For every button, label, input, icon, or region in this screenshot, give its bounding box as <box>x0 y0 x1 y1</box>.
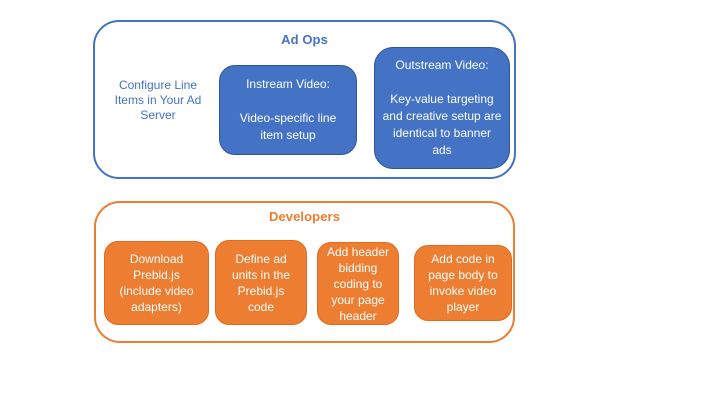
adops-group-title: Ad Ops <box>281 32 328 47</box>
adops-side-note: Configure Line Items in Your Ad Server <box>114 78 202 122</box>
step-add-page-body-code: Add code in page body to invoke video pl… <box>414 245 512 321</box>
adops-group: Ad Ops Configure Line Items in Your Ad S… <box>93 20 516 179</box>
step-add-header-bidding: Add header bidding coding to your page h… <box>317 242 399 325</box>
outstream-video-heading: Outstream Video: <box>395 58 489 72</box>
instream-video-node: Instream Video: Video-specific line item… <box>219 65 357 155</box>
instream-video-heading: Instream Video: <box>246 77 330 91</box>
step-define-ad-units: Define ad units in the Prebid.js code <box>215 240 307 325</box>
instream-video-body: Video-specific line item setup <box>239 111 337 142</box>
outstream-video-body: Key-value targeting and creative setup a… <box>382 92 502 157</box>
developers-group: Developers Download Prebid.js (include v… <box>94 201 515 343</box>
outstream-video-node: Outstream Video: Key-value targeting and… <box>374 47 510 169</box>
step-download-prebid: Download Prebid.js (include video adapte… <box>104 241 209 325</box>
developers-group-title: Developers <box>268 209 341 224</box>
